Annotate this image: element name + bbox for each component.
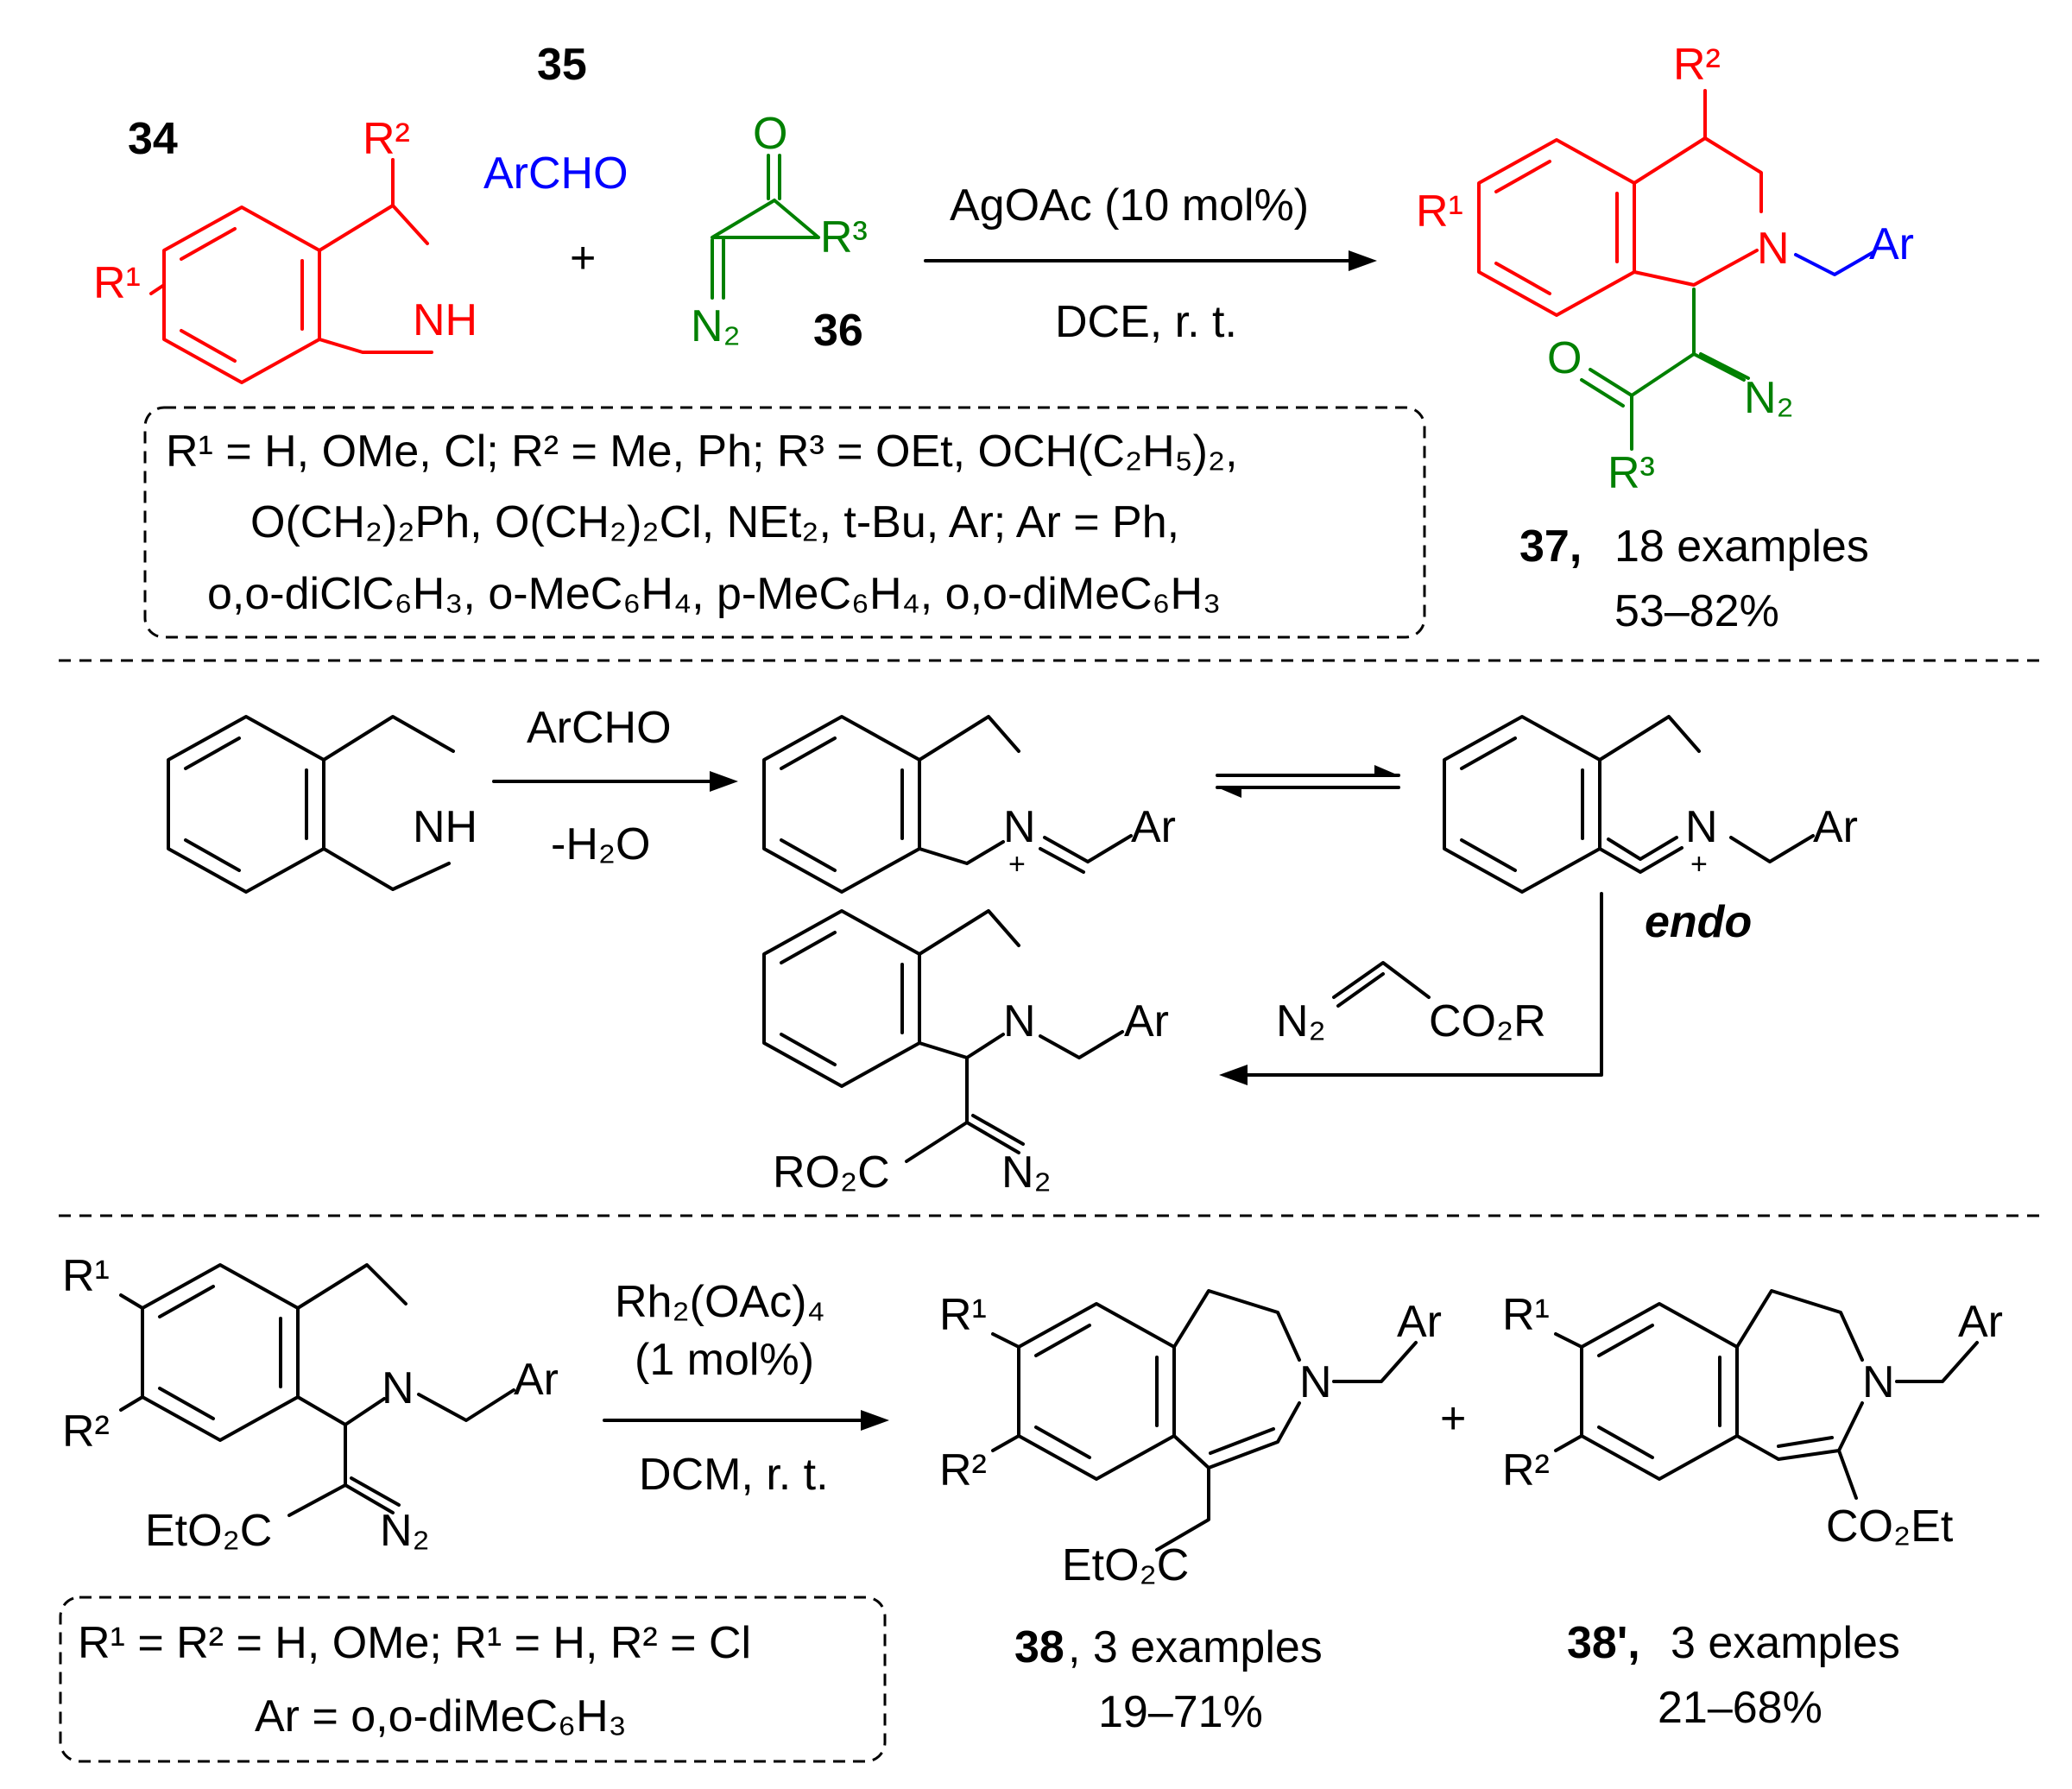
atom-ar: Ar	[1131, 802, 1176, 852]
substituents3-line1: R¹ = R² = H, OMe; R¹ = H, R² = Cl	[78, 1618, 751, 1668]
atom-ar: Ar	[1958, 1297, 2003, 1347]
atom-ro2c: RO₂C	[773, 1147, 890, 1198]
compound-label-36: 36	[813, 306, 863, 356]
compound-label-35: 35	[537, 40, 587, 90]
atom-n: N	[1299, 1357, 1332, 1407]
product-examples-38: , 3 examples	[1068, 1622, 1323, 1672]
substituents-line1: R¹ = H, OMe, Cl; R² = Me, Ph; R³ = OEt, …	[166, 427, 1238, 477]
atom-r2: R²	[62, 1407, 110, 1457]
structure-iminium-endo: N + Ar	[1443, 715, 1858, 894]
atom-r1: R¹	[1416, 186, 1463, 237]
atom-n: N	[382, 1363, 414, 1413]
atom-ar: Ar	[1813, 802, 1858, 852]
atom-r1: R¹	[939, 1290, 987, 1340]
conditions-3: DCM, r. t.	[639, 1450, 829, 1500]
structure-thiq: NH	[167, 715, 477, 894]
atom-n2: N₂	[691, 301, 741, 351]
reaction-arrow-1	[924, 250, 1377, 271]
structure-diazoester: N₂ CO₂R	[1276, 961, 1546, 1046]
atom-ar: Ar	[514, 1355, 559, 1405]
catalyst: Rh₂(OAc)₄	[615, 1277, 825, 1327]
atom-n2: N₂	[1744, 373, 1794, 423]
atom-r2: R²	[363, 114, 410, 164]
atom-n: N	[1003, 802, 1036, 852]
atom-r1: R¹	[1502, 1290, 1550, 1340]
endo-label: endo	[1645, 897, 1752, 947]
product-label-38: 38	[1014, 1622, 1064, 1672]
atom-n: N	[1862, 1357, 1895, 1407]
atom-ar: Ar	[1869, 219, 1914, 269]
atom-n: N	[1757, 224, 1790, 274]
charge-plus: +	[1690, 848, 1708, 881]
product-label-38-prime: 38',	[1567, 1618, 1640, 1668]
atom-n2: N₂	[1001, 1147, 1052, 1198]
structure-substrate-3: R¹ R² N Ar EtO₂C N₂	[62, 1251, 559, 1556]
catalyst-loading: (1 mol%)	[635, 1335, 814, 1385]
atom-co2r: CO₂R	[1429, 996, 1546, 1046]
structure-36: O R³ N₂	[691, 109, 868, 351]
atom-n: N	[1003, 996, 1036, 1046]
substituents-line2: O(CH₂)₂Ph, O(CH₂)₂Cl, NEt₂, t-Bu, Ar; Ar…	[250, 497, 1179, 547]
product-yield-37: 53–82%	[1614, 586, 1779, 636]
minus-water: -H₂O	[551, 819, 651, 869]
atom-eto2c: EtO₂C	[1062, 1540, 1189, 1590]
substituents-line3: o,o-diClC₆H₃, o-MeC₆H₄, p-MeC₆H₄, o,o-di…	[207, 569, 1221, 619]
structure-38: R¹ R² N Ar EtO₂C	[939, 1289, 1442, 1590]
atom-r1: R¹	[93, 258, 141, 308]
atom-nh: NH	[413, 295, 477, 345]
product-yield-38-prime: 21–68%	[1658, 1683, 1822, 1733]
structure-iminium-1: N + Ar	[762, 715, 1176, 894]
atom-n: N	[1685, 802, 1718, 852]
atom-r3: R³	[1608, 448, 1655, 498]
reaction-arrow-4	[603, 1410, 889, 1431]
substituent-box-1	[143, 406, 1426, 639]
atom-ar: Ar	[1397, 1297, 1442, 1347]
atom-co2et: CO₂Et	[1826, 1501, 1954, 1552]
atom-n2: N₂	[1276, 996, 1326, 1046]
aldehyde-35: ArCHO	[483, 149, 629, 199]
atom-o: O	[1547, 333, 1582, 383]
product-label-37: 37,	[1519, 522, 1582, 572]
structure-37: R² N R¹ Ar O N₂ R³	[1416, 40, 1914, 498]
plus-sign-2: +	[1440, 1394, 1466, 1444]
compound-label-34: 34	[128, 114, 178, 164]
atom-r2: R²	[1502, 1445, 1550, 1495]
substituents3-line2: Ar = o,o-diMeC₆H₃	[255, 1691, 627, 1742]
structure-38-prime: R¹ R² N Ar CO₂Et	[1502, 1289, 2003, 1552]
reaction-arrow-3	[1219, 892, 1603, 1085]
conditions-top-1: AgOAc (10 mol%)	[950, 180, 1309, 231]
structure-product-2: N Ar RO₂C N₂	[762, 909, 1169, 1198]
atom-nh: NH	[413, 802, 477, 852]
atom-r1: R¹	[62, 1251, 110, 1301]
atom-r2: R²	[1673, 40, 1721, 90]
atom-r2: R²	[939, 1445, 987, 1495]
reagent-archo: ArCHO	[527, 703, 672, 753]
charge-plus: +	[1008, 848, 1026, 881]
product-examples-37: 18 examples	[1614, 522, 1869, 572]
reaction-arrow-2	[492, 771, 738, 792]
atom-n2: N₂	[380, 1506, 430, 1556]
conditions-bottom-1: DCE, r. t.	[1055, 297, 1237, 347]
product-yield-38: 19–71%	[1098, 1687, 1263, 1737]
product-examples-38-prime: 3 examples	[1671, 1618, 1900, 1668]
atom-o: O	[753, 109, 787, 159]
equilibrium-arrows	[1216, 765, 1400, 798]
atom-r3: R³	[820, 212, 868, 262]
plus-sign-1: +	[570, 233, 596, 283]
substituent-box-3	[59, 1596, 887, 1763]
atom-eto2c: EtO₂C	[145, 1506, 272, 1556]
atom-ar: Ar	[1124, 996, 1169, 1046]
structure-34: R² NH R¹	[93, 114, 477, 384]
